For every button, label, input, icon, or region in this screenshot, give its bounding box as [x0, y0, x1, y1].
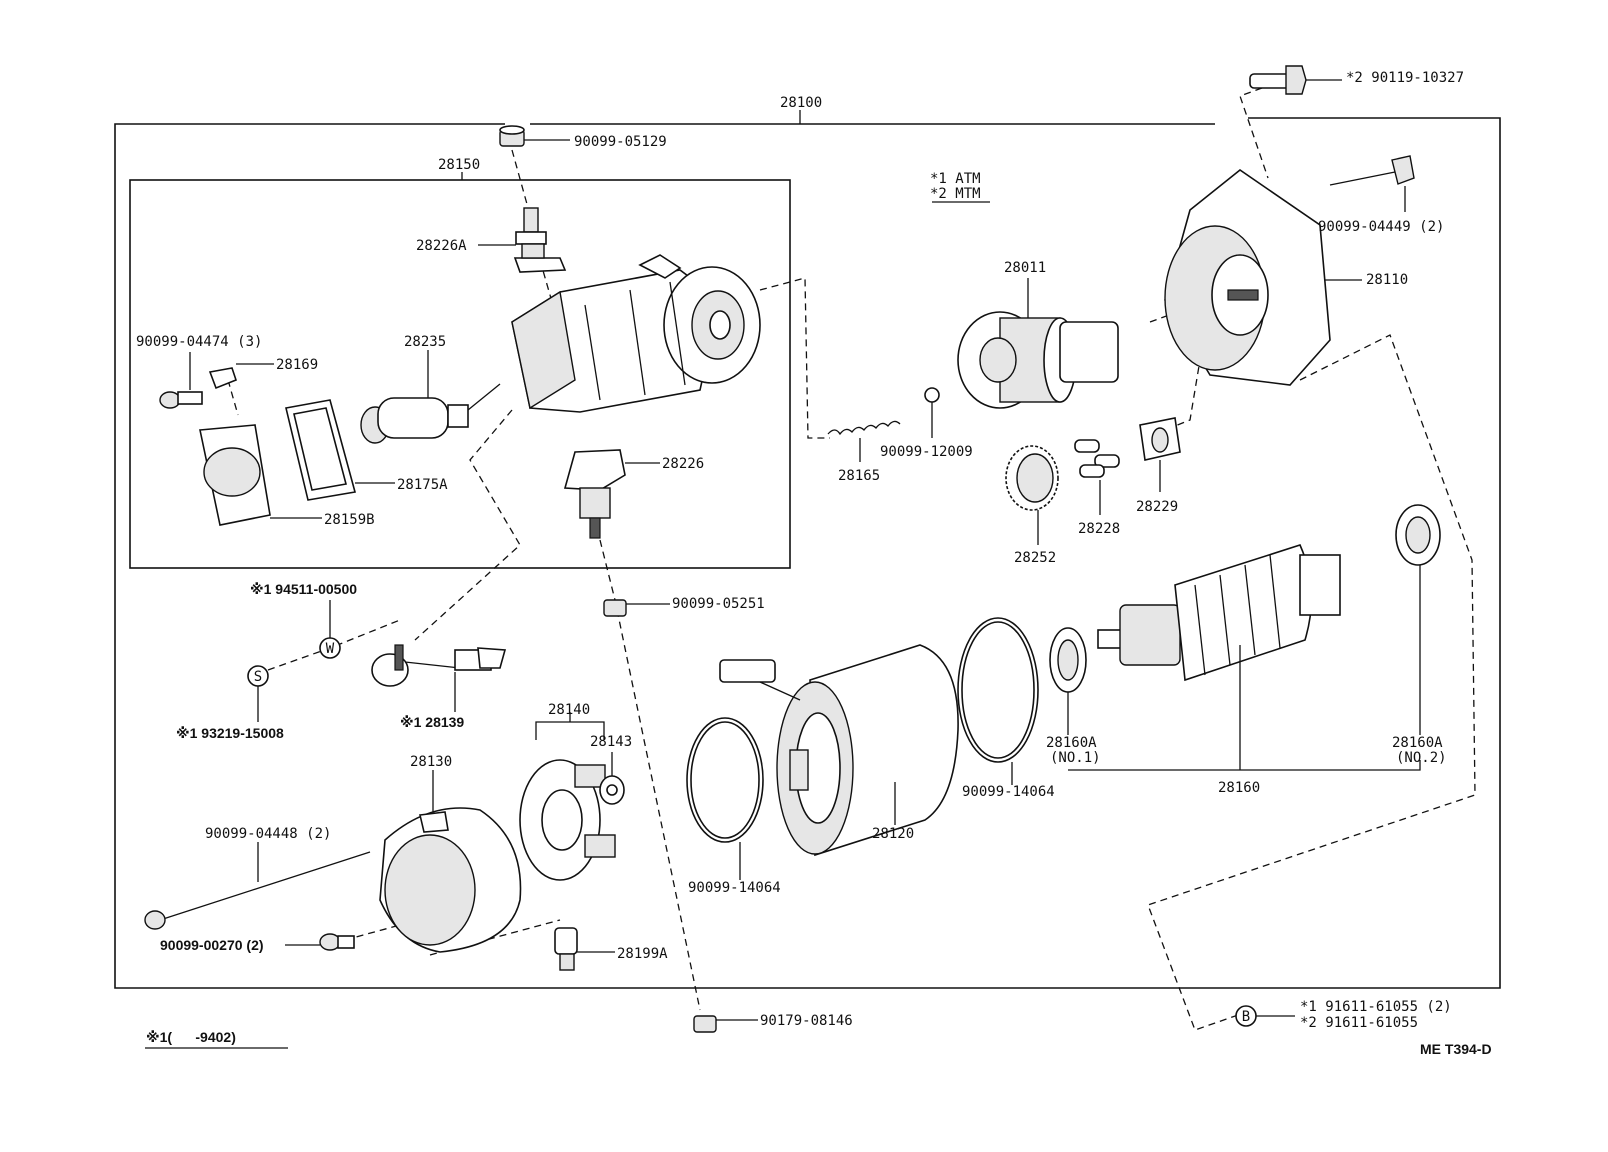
dash-line-28169 [227, 379, 239, 416]
label-28229: 28229 [1136, 499, 1178, 515]
bearing-28160A-no2 [1395, 504, 1441, 735]
dash-line-housing-to-end [759, 277, 830, 439]
label-28235: 28235 [404, 334, 446, 350]
label-28160A-no2-sub: (NO.2) [1396, 750, 1447, 766]
label-28252: 28252 [1014, 550, 1056, 566]
brush-holder-28140 [519, 712, 616, 881]
label-91611-61055-atm: *1 91611-61055 (2) [1300, 999, 1452, 1015]
terminal-bolt-28226A [478, 207, 567, 273]
dash-line-lead [414, 409, 521, 641]
marker-w: W [319, 600, 341, 659]
ball-90099-12009 [924, 387, 940, 438]
field-frame-28120 [719, 644, 959, 857]
starter-housing-28110 [1164, 169, 1362, 386]
bearing-28160A-no1 [1049, 627, 1087, 735]
label-28226A: 28226A [416, 238, 467, 254]
lead-wire-28139 [371, 644, 507, 712]
label-93219-15008: ※1 93219-15008 [176, 725, 284, 741]
terminal-28226 [563, 449, 660, 539]
label-90099-04449: 90099-04449 (2) [1318, 219, 1444, 235]
nut-90099-05251 [603, 599, 670, 617]
label-28140: 28140 [548, 702, 590, 718]
label-90119-10327: *2 90119-10327 [1346, 70, 1464, 86]
cap-nut-90099-05129 [499, 125, 570, 147]
label-28139: ※1 28139 [400, 714, 464, 730]
retainer-28229 [1139, 417, 1181, 492]
label-94511-00500: ※1 94511-00500 [250, 581, 357, 597]
label-90099-04474: 90099-04474 (3) [136, 334, 262, 350]
label-28160A-no1-sub: (NO.1) [1050, 750, 1101, 766]
diagram-code: ME T394-D [1420, 1041, 1492, 1057]
bolt-90119-10327 [1249, 65, 1342, 95]
legend-mtm: *2 MTM [930, 186, 981, 202]
label-90099-12009: 90099-12009 [880, 444, 973, 460]
label-90179-08146: 90179-08146 [760, 1013, 853, 1029]
screw-90099-00270 [285, 933, 355, 951]
cover-28159B [199, 424, 322, 526]
label-28011: 28011 [1004, 260, 1046, 276]
label-28175A: 28175A [397, 477, 448, 493]
dash-line-bolt-top [1239, 87, 1269, 179]
armature-28160 [1097, 544, 1341, 770]
dash-line-commutator-end [429, 919, 561, 956]
label-90099-14064-right: 90099-14064 [962, 784, 1055, 800]
plunger-28235 [360, 350, 501, 444]
nut-90179-08146 [693, 1015, 758, 1033]
label-90099-04448: 90099-04448 (2) [205, 826, 331, 842]
dash-line-end-screw [344, 924, 401, 941]
label-28226: 28226 [662, 456, 704, 472]
clutch-28011 [957, 278, 1119, 409]
label-28159B: 28159B [324, 512, 375, 528]
label-28130: 28130 [410, 754, 452, 770]
dash-line-top-cap [511, 149, 531, 216]
label-28110: 28110 [1366, 272, 1408, 288]
solenoid-housing [511, 254, 761, 413]
brush-spring-28143 [599, 752, 625, 805]
bracket-28160 [1068, 760, 1421, 771]
svg-text:S: S [254, 669, 262, 685]
label-28199A: 28199A [617, 946, 668, 962]
idler-gear-28252 [1005, 445, 1059, 545]
label-90099-14064-left: 90099-14064 [688, 880, 781, 896]
label-28150: 28150 [438, 157, 480, 173]
o-ring-90099-14064-left [686, 717, 764, 880]
label-28100: 28100 [780, 95, 822, 111]
label-28160A-no1: 28160A [1046, 735, 1097, 751]
marker-b: B [1235, 1005, 1295, 1027]
label-28143: 28143 [590, 734, 632, 750]
rollers-28228 [1074, 439, 1120, 515]
label-28120: 28120 [872, 826, 914, 842]
end-frame-28130 [379, 770, 522, 953]
bolt-90099-04449 [1329, 155, 1415, 212]
label-28160A-no2: 28160A [1392, 735, 1443, 751]
svg-text:B: B [1242, 1009, 1250, 1025]
label-28160: 28160 [1218, 780, 1260, 796]
label-90099-00270: 90099-00270 (2) [160, 937, 264, 953]
label-28165: 28165 [838, 468, 880, 484]
label-28228: 28228 [1078, 521, 1120, 537]
label-28169: 28169 [276, 357, 318, 373]
subassembly-frame-28150 [129, 179, 791, 569]
marker-s: S [247, 665, 269, 722]
dash-line-right-return [1147, 334, 1476, 1031]
label-91611-61055-mtm: *2 91611-61055 [1300, 1015, 1418, 1031]
o-ring-90099-14064-right [957, 617, 1039, 785]
label-90099-05251: 90099-05251 [672, 596, 765, 612]
clip-28169 [208, 363, 274, 390]
outer-frame-28100 [114, 117, 1501, 989]
label-90099-05129: 90099-05129 [574, 134, 667, 150]
footnote-range: ※1( -9402) [146, 1029, 236, 1045]
spring-28165 [827, 420, 901, 462]
through-bolt-90099-04448 [144, 842, 371, 930]
svg-text:W: W [326, 641, 335, 657]
screw-90099-04474 [159, 352, 203, 409]
gasket-28175A [285, 399, 395, 501]
bushing-28199A [554, 927, 615, 971]
legend-atm: *1 ATM [930, 171, 981, 187]
